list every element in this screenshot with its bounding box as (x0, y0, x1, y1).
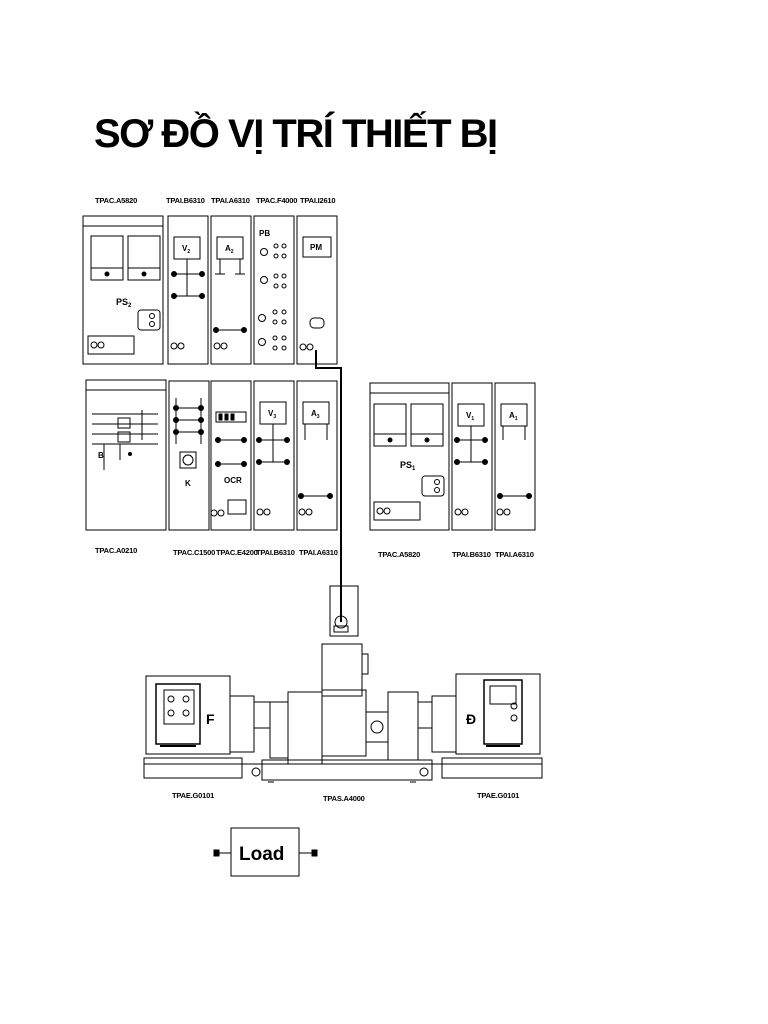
page-title: SƠ ĐỒ VỊ TRÍ THIẾT BỊ (94, 112, 498, 156)
svg-text:PS2: PS2 (116, 297, 132, 309)
label-generator: TPAE.G0101 (172, 791, 215, 800)
panel-k: K (168, 380, 210, 531)
signal-cable (315, 350, 342, 622)
pm-label: PM (310, 243, 322, 252)
svg-text:V1: V1 (466, 411, 474, 422)
svg-text:PS1: PS1 (400, 460, 416, 472)
panel-tpac-a0210: B (85, 379, 167, 531)
v3-label: V (268, 409, 274, 418)
label-tpac-f4000: TPAC.F4000 (256, 196, 298, 205)
v1-label: V (466, 411, 472, 420)
panel-a3: A3 (296, 380, 338, 531)
panel-a2: A2 (210, 215, 252, 365)
v2-label: V (182, 244, 188, 253)
panel-ps2: PS2 (82, 215, 164, 365)
panel-a1: A1 (494, 382, 536, 531)
sensor-box (329, 585, 359, 637)
panel-pb: PB (253, 215, 295, 365)
ps2-label: PS (116, 297, 128, 307)
ps2-sub: 2 (128, 303, 132, 309)
b-label: B (98, 451, 104, 460)
label-motor-bench: TPAS.A4000 (323, 794, 365, 803)
svg-text:A2: A2 (225, 244, 234, 255)
panel-ocr: OCR (210, 380, 252, 531)
load-label: Load (239, 844, 284, 865)
label-tpai-b6310-mid: TPAI.B6310 (256, 548, 295, 557)
label-tpac-a0210: TPAC.A0210 (95, 546, 138, 555)
generator-label: F (206, 711, 215, 727)
svg-text:A1: A1 (509, 411, 518, 422)
label-tpai-a6310-right: TPAI.A6310 (495, 550, 534, 559)
machine-bench: F Đ (143, 643, 543, 783)
label-tpai-i2610: TPAI.I2610 (300, 196, 336, 205)
label-tpac-a5820-right: TPAC.A5820 (378, 550, 421, 559)
label-tpac-e4200: TPAC.E4200 (216, 548, 258, 557)
label-tpac-a5820-top: TPAC.A5820 (95, 196, 138, 205)
label-tpai-a6310-top: TPAI.A6310 (211, 196, 250, 205)
ocr-label: OCR (224, 476, 242, 485)
svg-text:V3: V3 (268, 409, 276, 420)
load-box: Load (213, 827, 318, 877)
label-motor: TPAE.G0101 (477, 791, 520, 800)
panel-v1: V1 (451, 382, 493, 531)
label-tpai-b6310-right: TPAI.B6310 (452, 550, 491, 559)
a1-label: A (509, 411, 515, 420)
a1-sub: 1 (515, 416, 518, 422)
svg-text:V2: V2 (182, 244, 190, 255)
panel-ps1: PS1 (369, 382, 450, 531)
svg-text:A3: A3 (311, 409, 320, 420)
a2-label: A (225, 244, 231, 253)
v2-sub: 2 (187, 249, 190, 255)
a2-sub: 2 (231, 249, 234, 255)
ps1-label: PS (400, 460, 412, 470)
label-tpai-b6310-top: TPAI.B6310 (166, 196, 205, 205)
k-label: K (185, 479, 191, 488)
motor-label: Đ (466, 711, 476, 727)
pb-label: PB (259, 229, 270, 238)
panel-v3: V3 (253, 380, 295, 531)
panel-v2: V2 (167, 215, 209, 365)
label-tpai-a6310-mid: TPAI.A6310 (299, 548, 338, 557)
panel-pm: PM (296, 215, 338, 365)
v3-sub: 3 (273, 414, 276, 420)
ps1-sub: 1 (412, 466, 416, 472)
label-tpac-c1500: TPAC.C1500 (173, 548, 216, 557)
a3-sub: 3 (317, 414, 320, 420)
a3-label: A (311, 409, 317, 418)
v1-sub: 1 (471, 416, 474, 422)
